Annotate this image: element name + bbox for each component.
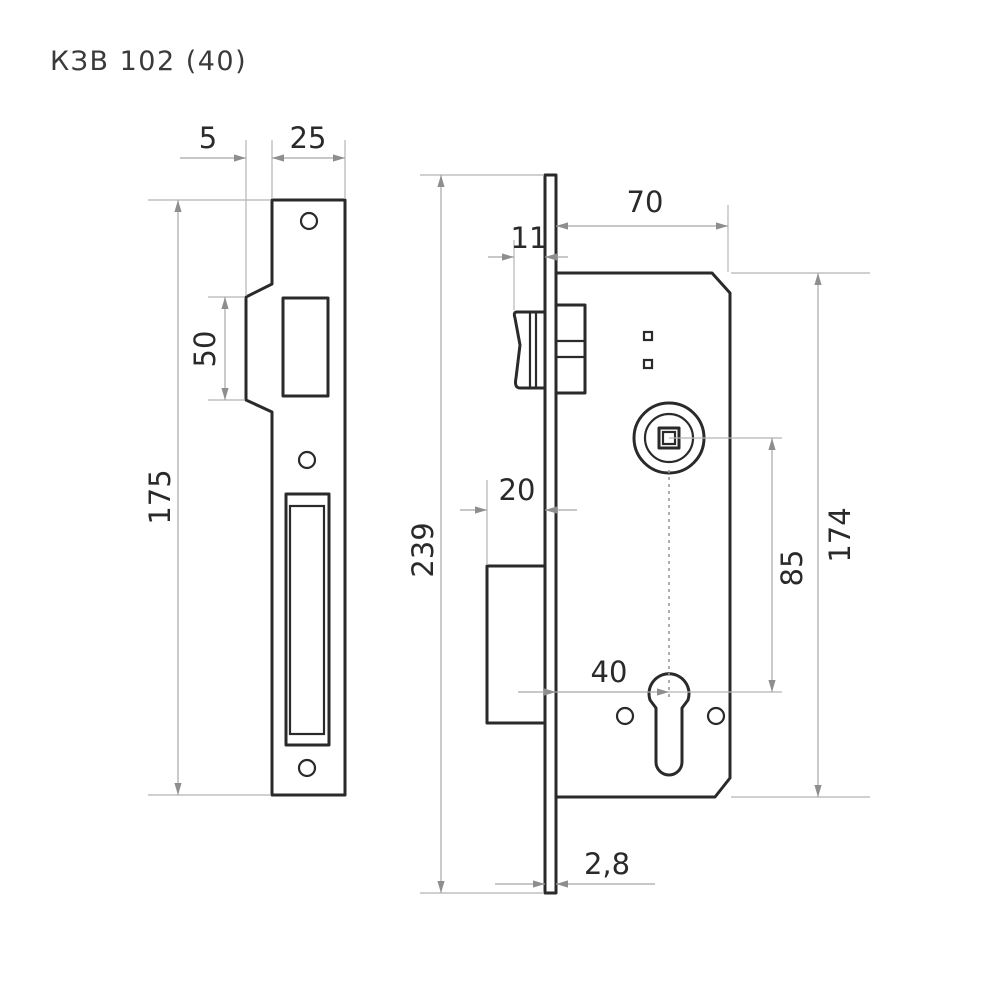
strike-dimensions: 5 25 50 175	[143, 121, 346, 796]
dim-strike-offset: 5	[199, 121, 217, 155]
dim-cylinder-backset: 40	[591, 655, 628, 689]
drawing-title: КЗВ 102 (40)	[50, 46, 248, 77]
dim-latch-projection: 11	[511, 221, 548, 255]
strike-plate-outline	[244, 198, 347, 797]
dim-strike-width: 25	[290, 121, 327, 155]
latch-bolt	[512, 303, 587, 395]
dim-strike-height: 175	[143, 469, 177, 524]
case-screw-hole-left	[615, 706, 635, 726]
strike-screw-hole-bottom	[297, 758, 317, 778]
euro-cylinder-cutout	[647, 672, 691, 777]
strike-bolt-opening-outer	[284, 492, 331, 747]
latch-bolt-head	[512, 310, 545, 390]
dim-body-height: 174	[823, 507, 857, 562]
mortise-lock	[485, 173, 732, 895]
pin-square-upper	[642, 330, 654, 342]
strike-bolt-opening-inner	[288, 504, 326, 736]
case-screw-hole-right	[706, 706, 726, 726]
strike-plate	[244, 198, 347, 797]
dim-strike-notch: 50	[188, 331, 222, 368]
latch-bolt-body	[554, 303, 587, 395]
strike-latch-opening	[281, 296, 330, 398]
dead-bolt	[485, 564, 547, 725]
dim-bolt-projection: 20	[499, 473, 536, 507]
dim-faceplate-thickness: 2,8	[584, 847, 630, 881]
dim-backset: 70	[627, 185, 664, 219]
lock-case-outline	[556, 271, 732, 799]
faceplate	[543, 173, 558, 895]
strike-screw-hole-middle	[297, 450, 317, 470]
lock-dimensions: 239 70 11 20 85 174 40 2,8	[406, 174, 870, 894]
strike-screw-hole-top	[299, 211, 319, 231]
pin-square-lower	[642, 358, 654, 370]
dim-faceplate-height: 239	[406, 522, 440, 577]
dim-center-distance: 85	[775, 550, 809, 587]
